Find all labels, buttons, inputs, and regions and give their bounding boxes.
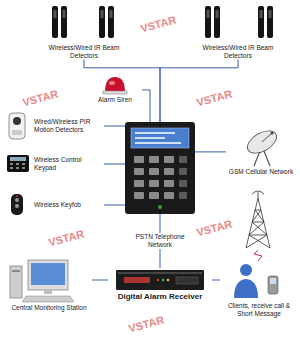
watermark: VSTAR: [47, 227, 85, 248]
control-panel-icon: [125, 122, 195, 214]
client-person: Clients, receive call & Short Message: [220, 262, 298, 318]
connection-line: [160, 60, 238, 122]
alarm-receiver-device: Digital Alarm Receiver: [108, 268, 212, 302]
device-label: GSM Cellular Network: [226, 168, 296, 176]
watermark: VSTAR: [127, 313, 165, 334]
connection-line: [84, 60, 160, 122]
watermark: VSTAR: [139, 13, 177, 34]
network-label: PSTN Telephone Network: [125, 233, 195, 249]
siren-icon: [103, 77, 127, 94]
watermark: VSTAR: [21, 87, 59, 108]
alarm-receiver-icon: [116, 270, 204, 290]
gsm-dish-device: GSM Cellular Network: [226, 128, 296, 176]
keyfob-device: Wireless Keyfob: [4, 192, 104, 218]
keypad-device: Wireless Control Keypad: [4, 152, 104, 176]
device-label: Central Monitoring Station: [6, 304, 92, 312]
device-label: Digital Alarm Receiver: [108, 292, 212, 302]
keyfob-icon: [11, 194, 23, 215]
computer-icon: [10, 260, 74, 302]
siren-device: Alarm Siren: [88, 76, 142, 104]
wireless-signal: [254, 250, 262, 261]
computer-station: Central Monitoring Station: [6, 258, 92, 312]
connection-line: [195, 151, 226, 152]
connection-line: [212, 280, 220, 281]
pir-detector-icon: [9, 113, 25, 139]
device-label: Clients, receive call & Short Message: [220, 302, 298, 318]
beam-detector-icons: [52, 6, 273, 38]
watermark: VSTAR: [195, 87, 233, 108]
control-panel: [125, 122, 195, 214]
satellite-dish-icon: [244, 126, 281, 166]
device-label: Wired/Wireless PIR Motion Detectors: [34, 118, 104, 134]
radio-tower-icon: [246, 191, 270, 248]
watermark: VSTAR: [195, 217, 233, 238]
client-person-icon: [234, 264, 278, 298]
beam-detector-group: Wireless/Wired IR Beam Detectors: [38, 4, 130, 60]
device-label: Alarm Siren: [88, 96, 142, 104]
keypad-icon: [7, 155, 29, 172]
device-label: Wireless/Wired IR Beam Detectors: [38, 44, 130, 60]
device-label: Wireless/Wired IR Beam Detectors: [188, 44, 288, 60]
beam-detector-group: Wireless/Wired IR Beam Detectors: [188, 4, 288, 60]
connection-line: [92, 280, 108, 281]
connection-line: [104, 164, 125, 165]
connection-line: [104, 126, 125, 127]
connection-line: [142, 90, 150, 122]
device-label: Wireless Control Keypad: [34, 156, 104, 172]
device-label: Wireless Keyfob: [34, 201, 81, 209]
connection-line: [104, 205, 125, 206]
pir-detector-device: Wired/Wireless PIR Motion Detectors: [4, 112, 104, 140]
